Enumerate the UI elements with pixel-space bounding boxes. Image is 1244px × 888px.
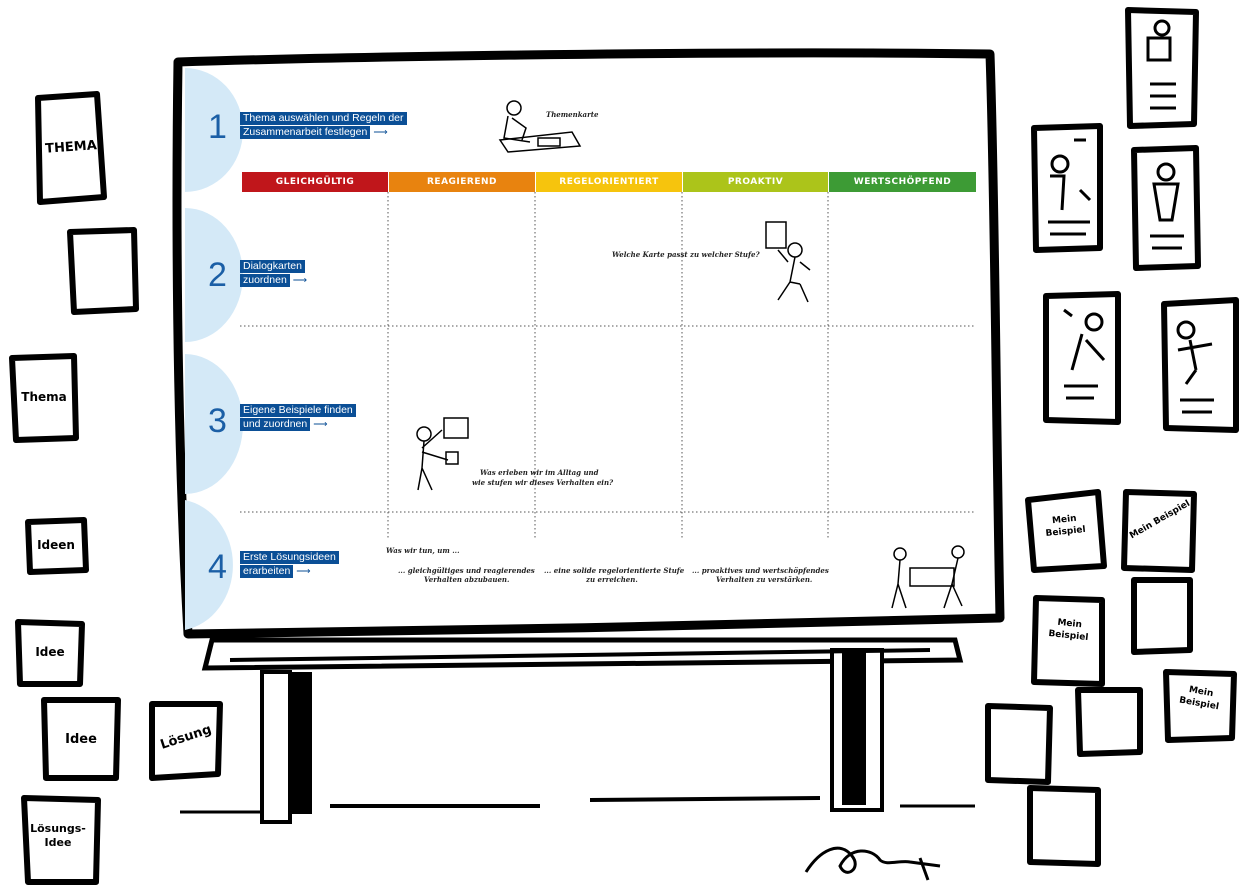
annotation-themenkarte: Themenkarte (546, 110, 599, 119)
sticky-ideen: Ideen (37, 538, 75, 552)
step-3-line-2: und zuordnen (240, 418, 311, 431)
stage-reagierend: REAGIEREND (389, 172, 535, 192)
annotation-alltag-1: Was erleben wir im Alltag und (480, 468, 599, 477)
step-4-line-1: Erste Lösungsideen (240, 551, 339, 564)
board-frame (172, 48, 1005, 639)
step-2-line-2: zuordnen (240, 274, 290, 287)
step-3-line-1: Eigene Beispiele finden (240, 404, 356, 417)
step-1-number: 1 (208, 108, 227, 146)
step-2-number: 2 (208, 256, 227, 294)
stage-regelorientiert: REGELORIENTIERT (536, 172, 682, 192)
step-4-label: Erste Lösungsideen erarbeiten⟶ (240, 551, 339, 579)
figure-themenkarte (498, 100, 582, 153)
board-grid (240, 192, 976, 540)
annotation-goal-3b: Verhalten zu verstärken. (716, 575, 813, 584)
step-1-line-1: Thema auswählen und Regeln der (240, 112, 407, 125)
step-2-line-1: Dialogkarten (240, 260, 305, 273)
sticky-idee-1: Idee (35, 645, 65, 659)
annotation-goal-1b: Verhalten abzubauen. (424, 575, 510, 584)
sticky-thema-2: Thema (21, 390, 67, 404)
stage-proaktiv: PROAKTIV (683, 172, 828, 192)
sticky-loesungs-idee: Lösungs-Idee (30, 822, 86, 849)
arrow-icon: ⟶ (292, 275, 308, 286)
step-1-label: Thema auswählen und Regeln der Zusammena… (240, 112, 407, 140)
annotation-welche-karte: Welche Karte passt zu welcher Stufe? (612, 250, 760, 259)
annotation-goal-2b: zu erreichen. (586, 575, 638, 584)
annotation-was-wir-tun: Was wir tun, um ... (386, 546, 460, 555)
annotation-alltag-2: wie stufen wir dieses Verhalten ein? (472, 478, 614, 487)
arrow-icon: ⟶ (296, 566, 311, 577)
step-2-label: Dialogkarten zuordnen⟶ (240, 260, 307, 288)
step-4-line-2: erarbeiten (240, 565, 294, 578)
arrow-icon: ⟶ (373, 127, 388, 138)
stage-wertschoepfend: WERTSCHÖPFEND (829, 172, 976, 192)
step-3-label: Eigene Beispiele finden und zuordnen⟶ (240, 404, 356, 432)
stage-gleichgueltig: GLEICHGÜLTIG (242, 172, 388, 192)
board-stand (180, 637, 975, 824)
sticky-notes-right (985, 7, 1239, 867)
step-4-number: 4 (208, 548, 227, 586)
figure-examples (416, 417, 469, 491)
card-pictograms (1048, 19, 1214, 414)
step-3-number: 3 (208, 402, 227, 440)
sticky-notes-left (9, 91, 223, 885)
annotation-goal-3a: ... proaktives und wertschöpfendes (692, 566, 829, 575)
arrow-icon: ⟶ (313, 419, 328, 430)
figure-two-people (891, 545, 965, 609)
figure-card-holder (765, 221, 811, 303)
annotation-goal-1a: ... gleichgültiges und reagierendes (398, 566, 535, 575)
sticky-idee-2: Idee (65, 732, 97, 747)
step-1-line-2: Zusammenarbeit festlegen (240, 126, 371, 139)
step-circles (185, 68, 243, 630)
artist-signature (804, 846, 941, 881)
annotation-goal-2a: ... eine solide regelorientierte Stufe (544, 566, 685, 575)
